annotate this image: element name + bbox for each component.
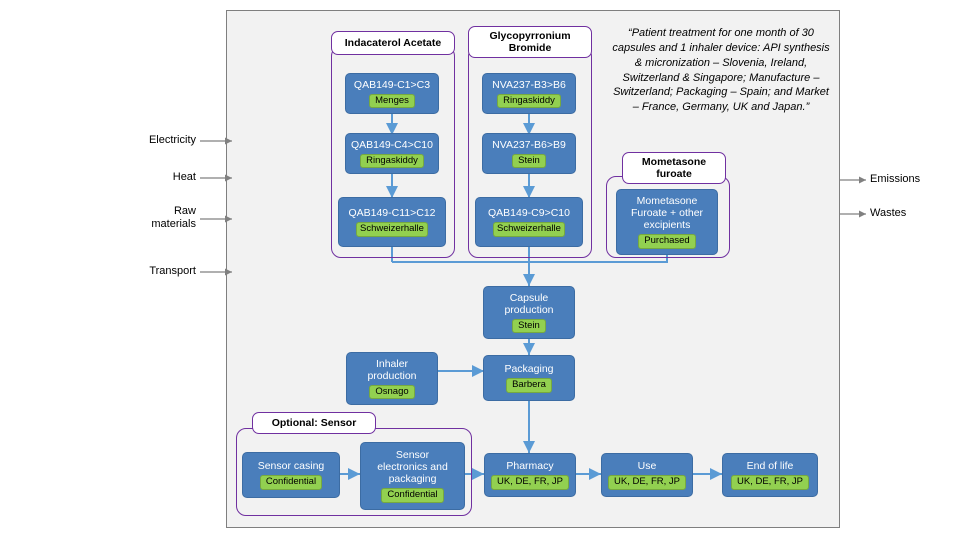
node-tag: Osnago xyxy=(369,384,415,400)
node-tag: UK, DE, FR, JP xyxy=(491,475,569,490)
node-qab-c4-c10[interactable]: QAB149-C4>C10 Ringaskiddy xyxy=(345,133,439,174)
node-title: End of life xyxy=(746,460,794,473)
group-label-indacaterol: Indacaterol Acetate xyxy=(331,31,455,55)
input-label-raw-materials: Raw materials xyxy=(151,205,196,230)
input-label-heat: Heat xyxy=(172,171,196,183)
node-nva-b3-b6[interactable]: NVA237-B3>B6 Ringaskiddy xyxy=(482,73,576,114)
node-title: QAB149-C11>C12 xyxy=(348,207,436,220)
node-tag: Confidential xyxy=(381,488,444,503)
node-tag: Purchased xyxy=(638,234,696,249)
node-title: NVA237-B3>B6 xyxy=(492,78,566,91)
node-title: QAB149-C1>C3 xyxy=(353,78,431,91)
node-packaging[interactable]: Packaging Barbera xyxy=(483,355,575,401)
node-title: QAB149-C9>C10 xyxy=(487,207,570,220)
input-label-electricity: Electricity xyxy=(148,134,196,146)
node-title: Sensor electronics and packaging xyxy=(377,449,448,486)
node-title: NVA237-B6>B9 xyxy=(492,138,566,151)
node-tag: UK, DE, FR, JP xyxy=(608,475,686,490)
node-sensor-electronics[interactable]: Sensor electronics and packaging Confide… xyxy=(360,442,465,510)
node-inhaler-production[interactable]: Inhaler production Osnago xyxy=(346,352,438,405)
node-tag: Ringaskiddy xyxy=(497,93,561,109)
node-qab-c1-c3[interactable]: QAB149-C1>C3 Menges xyxy=(345,73,439,114)
node-title: Sensor casing xyxy=(257,460,325,473)
output-label-emissions: Emissions xyxy=(870,173,921,185)
node-qab-c11-c12[interactable]: QAB149-C11>C12 Schweizerhalle xyxy=(338,197,446,247)
group-label-mometasone: Mometasone furoate xyxy=(622,152,726,184)
node-title: Pharmacy xyxy=(506,460,554,473)
group-label-sensor: Optional: Sensor xyxy=(252,412,376,434)
node-tag: Confidential xyxy=(259,475,323,490)
node-tag: Barbera xyxy=(506,378,552,393)
node-title: Use xyxy=(637,460,657,473)
node-mometasone-excipients[interactable]: Mometasone Furoate + other excipients Pu… xyxy=(616,189,718,255)
node-title: Inhaler production xyxy=(367,357,417,382)
group-label-glycopyrronium: Glycopyrronium Bromide xyxy=(468,26,592,58)
node-tag: Schweizerhalle xyxy=(493,222,565,237)
scope-quote: “Patient treatment for one month of 30 c… xyxy=(612,27,830,114)
node-title: Capsule production xyxy=(504,291,554,316)
node-use[interactable]: Use UK, DE, FR, JP xyxy=(601,453,693,497)
node-title: QAB149-C4>C10 xyxy=(350,138,433,151)
output-label-wastes: Wastes xyxy=(870,207,907,219)
node-tag: Schweizerhalle xyxy=(356,222,428,237)
node-tag: Stein xyxy=(512,318,546,334)
node-sensor-casing[interactable]: Sensor casing Confidential xyxy=(242,452,340,498)
node-capsule-production[interactable]: Capsule production Stein xyxy=(483,286,575,339)
node-title: Mometasone Furoate + other excipients xyxy=(630,195,704,232)
node-tag: Stein xyxy=(512,153,546,169)
node-tag: Ringaskiddy xyxy=(360,153,424,169)
node-pharmacy[interactable]: Pharmacy UK, DE, FR, JP xyxy=(484,453,576,497)
node-tag: UK, DE, FR, JP xyxy=(731,475,809,490)
node-end-of-life[interactable]: End of life UK, DE, FR, JP xyxy=(722,453,818,497)
node-qab-c9-c10[interactable]: QAB149-C9>C10 Schweizerhalle xyxy=(475,197,583,247)
node-title: Packaging xyxy=(504,363,554,376)
node-tag: Menges xyxy=(369,93,415,109)
input-label-transport: Transport xyxy=(149,265,196,277)
node-nva-b6-b9[interactable]: NVA237-B6>B9 Stein xyxy=(482,133,576,174)
